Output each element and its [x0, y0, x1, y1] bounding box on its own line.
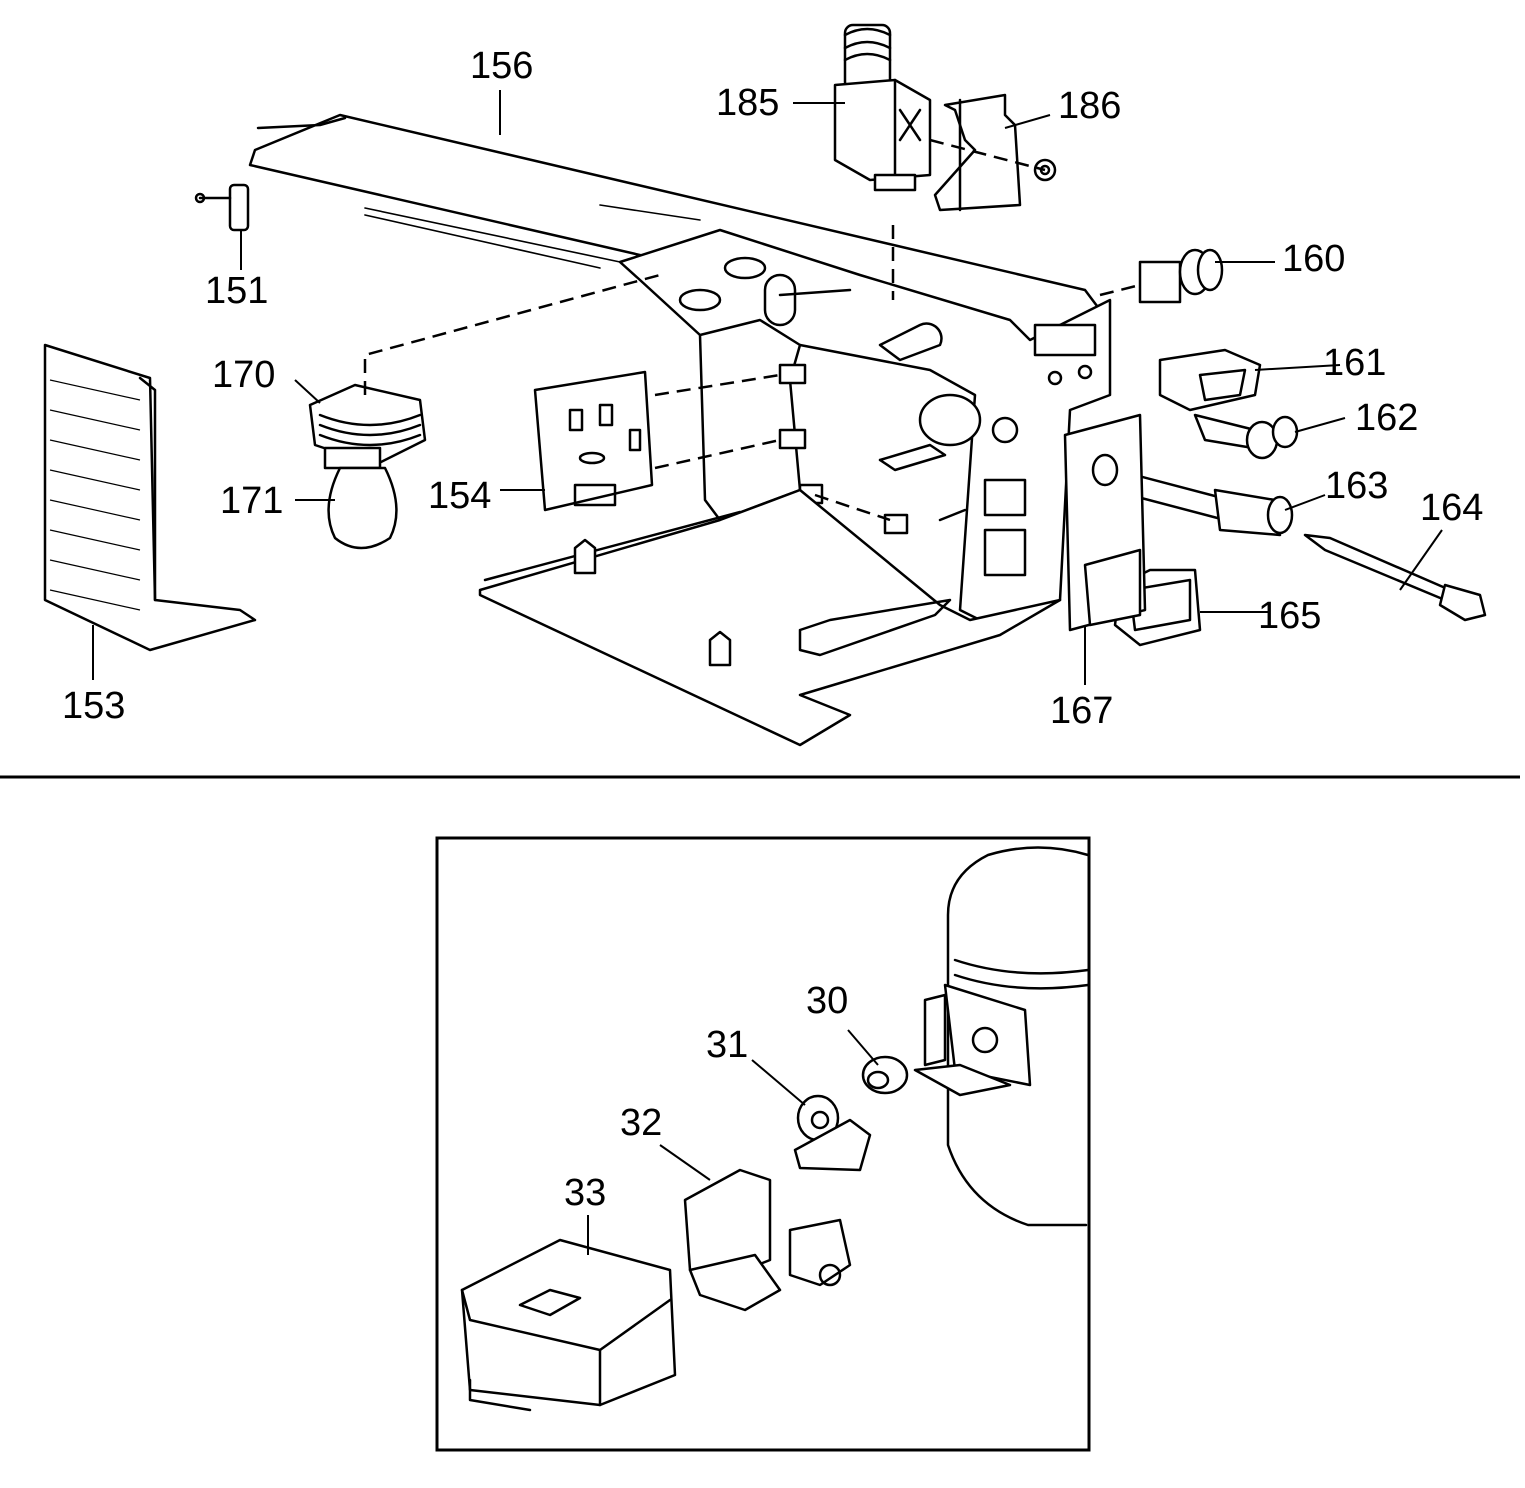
callout-170: 170 — [212, 354, 275, 396]
callout-154: 154 — [428, 475, 491, 517]
callout-162: 162 — [1355, 397, 1418, 439]
callout-171: 171 — [220, 480, 283, 522]
callout-32: 32 — [620, 1102, 662, 1144]
part-164-pin — [1303, 533, 1487, 622]
base-tray — [478, 488, 1062, 747]
part-32-relay — [683, 1168, 852, 1312]
part-151-clip — [194, 183, 250, 232]
part-160-connector — [1138, 248, 1224, 304]
part-30-plug — [861, 1055, 909, 1095]
part-31-overload — [793, 1094, 872, 1172]
callout-30: 30 — [806, 980, 848, 1022]
part-161-switch — [1158, 348, 1262, 412]
part-162-bulb — [1193, 413, 1299, 460]
inset-callouts: 30 31 32 33 — [564, 980, 848, 1214]
assembly-guide-lines — [363, 138, 1141, 522]
upper-callouts: 156 185 186 151 160 170 161 162 171 154 … — [62, 45, 1483, 732]
part-170-socket — [308, 383, 427, 467]
part-153-side-cover — [43, 343, 257, 652]
part-167-panel — [1063, 413, 1147, 632]
main-bracket — [618, 228, 1112, 632]
callout-165: 165 — [1258, 595, 1321, 637]
upper-assembly: 156 185 186 151 160 170 161 162 171 154 … — [43, 23, 1487, 747]
leader-lines — [92, 90, 1443, 685]
callout-151: 151 — [205, 270, 268, 312]
inset-compressor: 30 31 32 33 — [435, 836, 1091, 1452]
part-154-circuit-board — [533, 370, 654, 512]
callout-186: 186 — [1058, 85, 1121, 127]
callout-153: 153 — [62, 685, 125, 727]
part-186-bracket — [933, 93, 1057, 212]
callout-163: 163 — [1325, 465, 1388, 507]
compressor-dome — [913, 846, 1090, 1227]
callout-167: 167 — [1050, 690, 1113, 732]
part-185-thermostat — [833, 23, 932, 192]
part-163-shaft — [1128, 473, 1294, 537]
callout-31: 31 — [706, 1024, 748, 1066]
callout-161: 161 — [1323, 342, 1386, 384]
callout-185: 185 — [716, 82, 779, 124]
part-33-cover-box — [460, 1238, 677, 1412]
inset-leader-lines — [587, 1029, 879, 1255]
callout-164: 164 — [1420, 487, 1483, 529]
callout-33: 33 — [564, 1172, 606, 1214]
callout-156: 156 — [470, 45, 533, 87]
inset-frame — [435, 836, 1091, 1452]
callout-160: 160 — [1282, 238, 1345, 280]
part-171-bulb — [323, 446, 398, 550]
